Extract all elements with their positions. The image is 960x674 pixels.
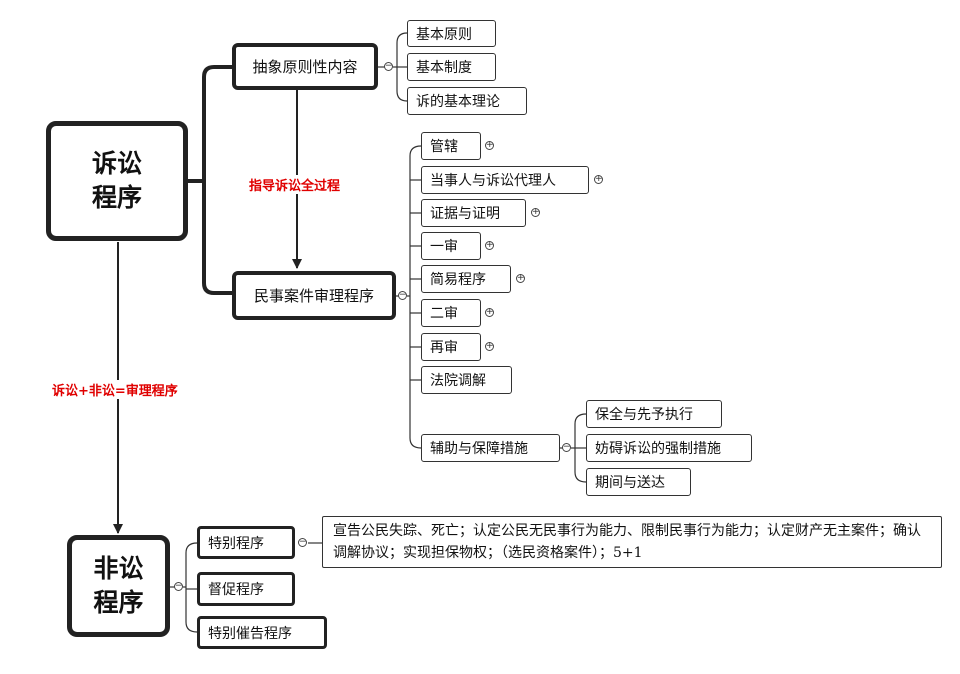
civil-child-retrial[interactable]: 再审 <box>421 333 481 361</box>
root-litigation-line2: 程序 <box>91 183 142 212</box>
guide-edge-label: 指导诉讼全过程 <box>249 175 341 194</box>
auxiliary-child-preservation[interactable]: 保全与先予执行 <box>586 400 722 428</box>
civil-child-auxiliary[interactable]: 辅助与保障措施 <box>421 434 560 462</box>
civil-child-jurisdiction[interactable]: 管辖 <box>421 132 481 160</box>
civil-child-first-instance[interactable]: 一审 <box>421 232 481 260</box>
nonlit-child-special[interactable]: 特别程序 <box>197 526 295 559</box>
civil-child-parties[interactable]: 当事人与诉讼代理人 <box>421 166 589 194</box>
nonlit-collapse-toggle[interactable]: − <box>174 581 183 591</box>
special-procedure-note: 宣告公民失踪、死亡；认定公民无民事行为能力、限制民事行为能力；认定财产无主案件；… <box>322 516 942 568</box>
evidence-expand-toggle[interactable]: + <box>531 207 540 217</box>
abstract-branch-lines <box>378 32 408 102</box>
first-instance-expand-toggle[interactable]: + <box>485 240 494 250</box>
civil-child-mediation[interactable]: 法院调解 <box>421 366 512 394</box>
special-collapse-toggle[interactable]: − <box>298 537 307 547</box>
civil-node[interactable]: 民事案件审理程序 <box>232 271 396 320</box>
abstract-node[interactable]: 抽象原则性内容 <box>232 43 378 90</box>
civil-branch-lines <box>396 145 422 449</box>
jurisdiction-expand-toggle[interactable]: + <box>485 140 494 150</box>
root-nonlitigation-line2: 程序 <box>93 588 144 617</box>
auxiliary-collapse-toggle[interactable]: − <box>562 442 571 452</box>
retrial-expand-toggle[interactable]: + <box>485 341 494 351</box>
second-instance-expand-toggle[interactable]: + <box>485 307 494 317</box>
nonlit-child-urge[interactable]: 督促程序 <box>197 572 295 606</box>
civil-collapse-toggle[interactable]: − <box>398 290 407 300</box>
root-nonlitigation-line1: 非讼 <box>93 554 144 584</box>
root-nonlitigation-node[interactable]: 非讼 程序 <box>67 535 170 637</box>
civil-child-simplified[interactable]: 简易程序 <box>421 265 511 293</box>
civil-child-evidence[interactable]: 证据与证明 <box>421 199 526 227</box>
civil-label: 民事案件审理程序 <box>253 287 374 305</box>
parties-expand-toggle[interactable]: + <box>594 174 603 184</box>
root-branch-lines <box>188 65 233 295</box>
abstract-child-theory[interactable]: 诉的基本理论 <box>407 87 527 115</box>
root-litigation-node[interactable]: 诉讼 程序 <box>46 121 188 241</box>
root-litigation-line1: 诉讼 <box>91 149 142 179</box>
civil-child-second-instance[interactable]: 二审 <box>421 299 481 327</box>
sum-edge-label: 诉讼+非讼=审理程序 <box>52 380 178 399</box>
special-procedure-note-text: 宣告公民失踪、死亡；认定公民无民事行为能力、限制民事行为能力；认定财产无主案件；… <box>333 522 921 561</box>
auxiliary-child-service[interactable]: 期间与送达 <box>586 468 691 496</box>
abstract-label: 抽象原则性内容 <box>252 58 358 76</box>
auxiliary-branch-lines <box>560 413 587 483</box>
abstract-child-basic-principles[interactable]: 基本原则 <box>407 20 496 47</box>
abstract-collapse-toggle[interactable]: − <box>384 61 393 71</box>
simplified-expand-toggle[interactable]: + <box>516 273 525 283</box>
nonlit-child-public-notice[interactable]: 特别催告程序 <box>197 616 327 649</box>
abstract-child-basic-system[interactable]: 基本制度 <box>407 53 496 81</box>
auxiliary-child-coercive[interactable]: 妨碍诉讼的强制措施 <box>586 434 752 462</box>
